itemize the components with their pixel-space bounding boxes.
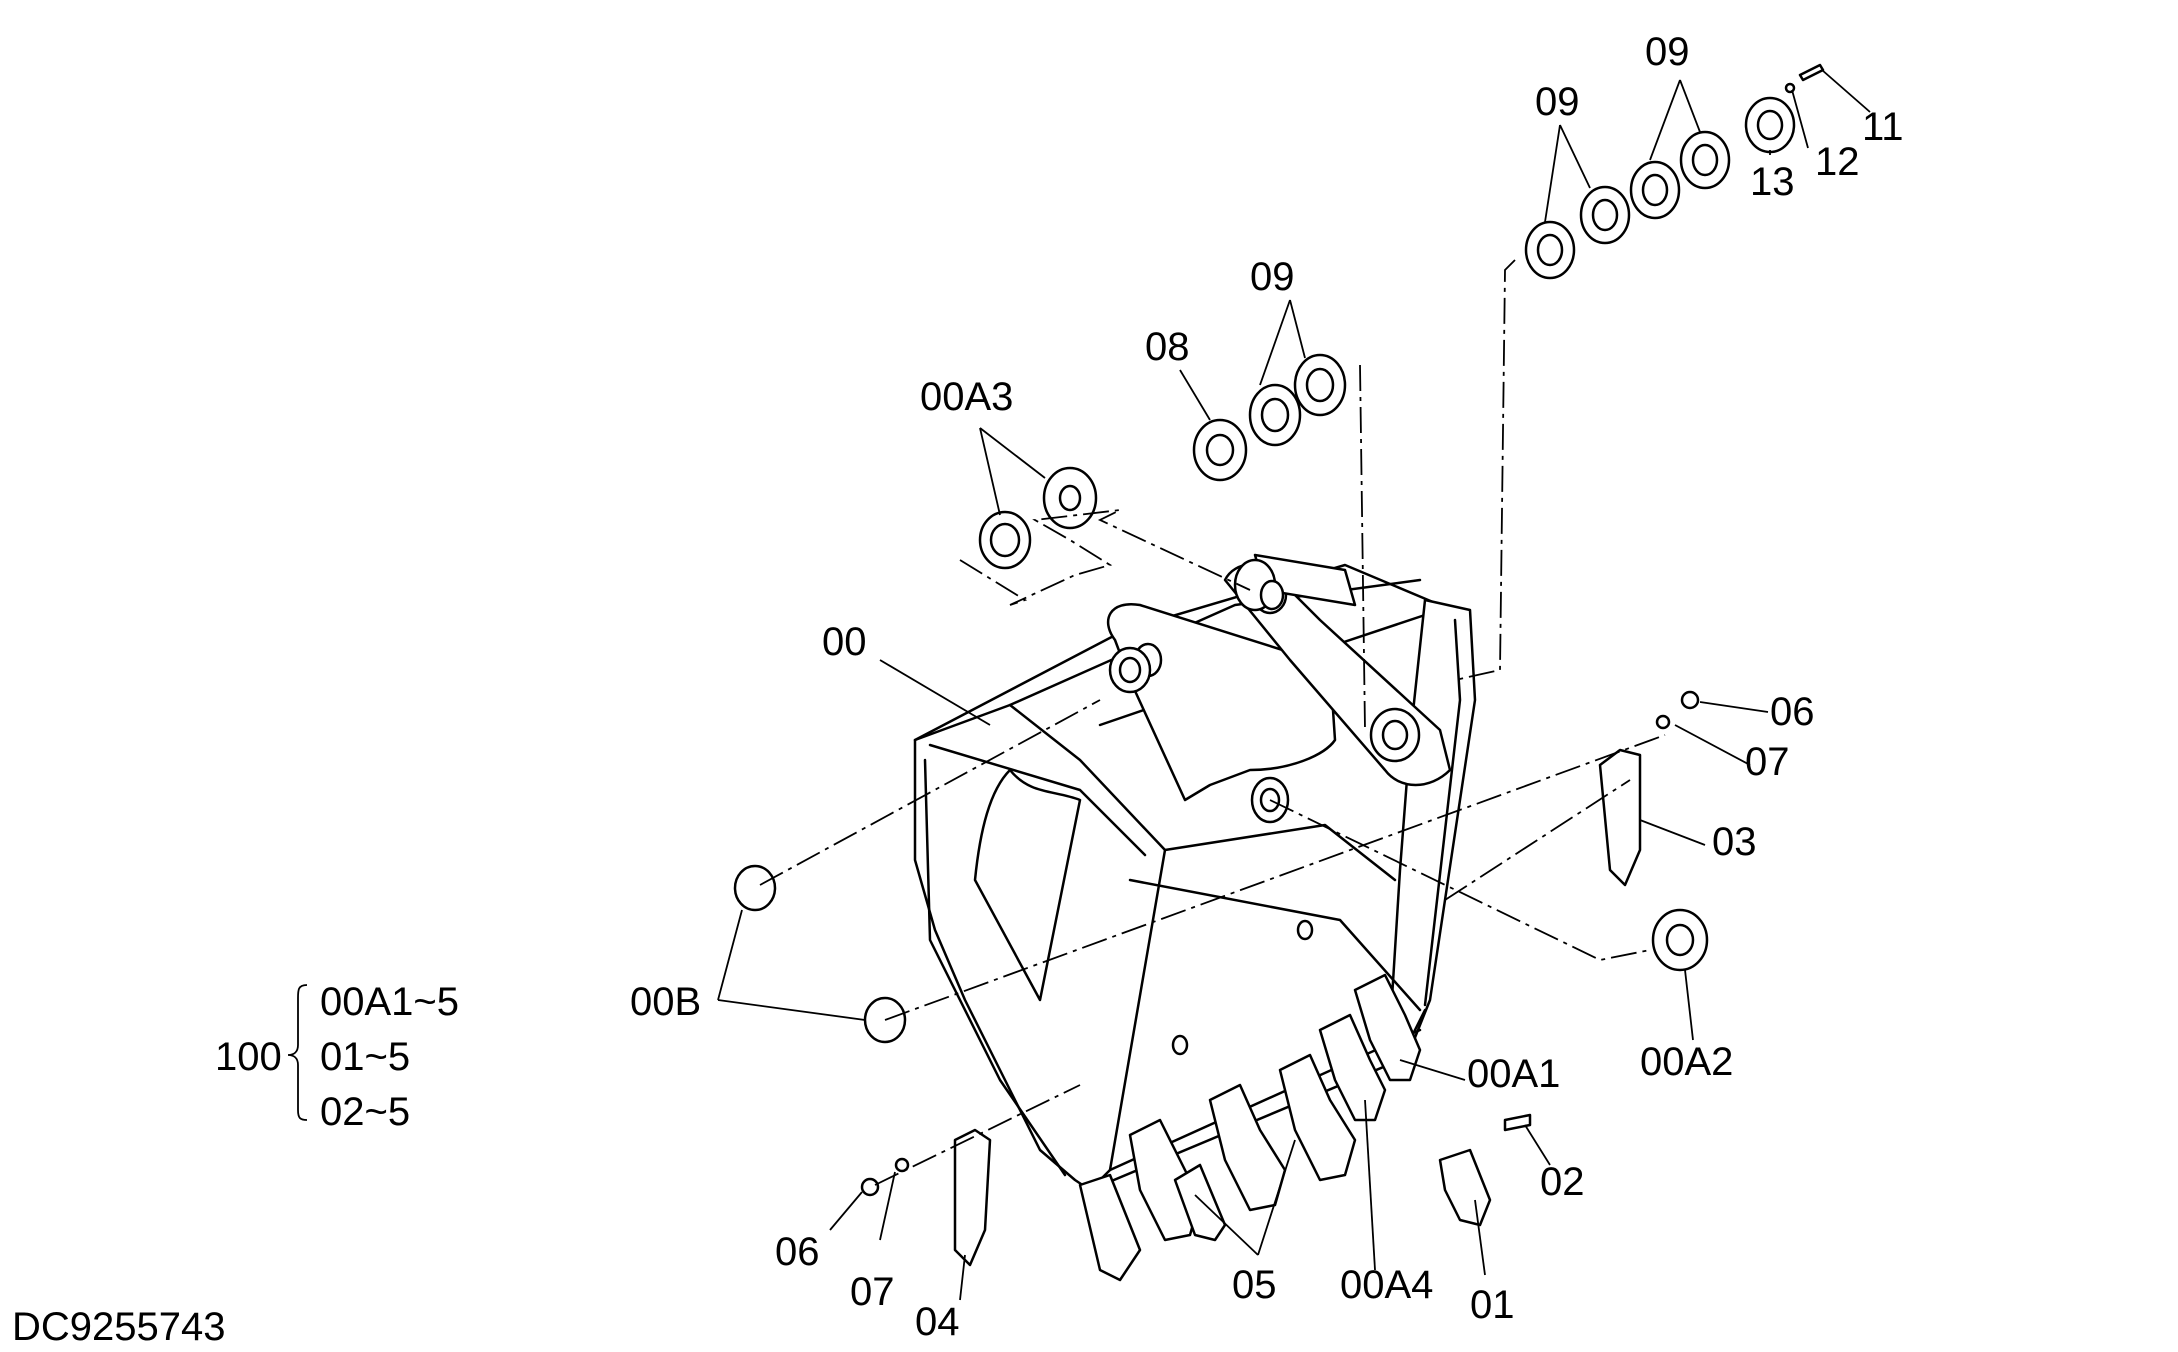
callout-09-c: 09: [1645, 30, 1690, 74]
callout-00: 00: [822, 620, 867, 664]
drawing-id: DC9255743: [12, 1305, 226, 1349]
callout-00A1: 00A1: [1467, 1052, 1560, 1096]
callout-00A4: 00A4: [1340, 1263, 1433, 1307]
center-lines: [759, 259, 1666, 1186]
assembly-include-2: 01~5: [320, 1035, 410, 1079]
callout-06-right: 06: [1770, 690, 1815, 734]
callout-08: 08: [1145, 325, 1190, 369]
side-cutters: [953, 748, 1642, 1267]
callout-labels: 00A3 08 09 09 09 13 12 11 00 06 07 03 00…: [12, 30, 1904, 1349]
callout-05: 05: [1232, 1263, 1277, 1307]
callout-01: 01: [1470, 1283, 1515, 1327]
callout-00A2: 00A2: [1640, 1040, 1733, 1084]
callout-09-b: 09: [1535, 80, 1580, 124]
callout-11: 11: [1862, 105, 1904, 149]
pins-and-washers: [733, 63, 1825, 1197]
bucket-teeth: [1078, 919, 1532, 1282]
bucket-body: [913, 553, 1477, 1192]
callout-04: 04: [915, 1300, 960, 1344]
callout-02: 02: [1540, 1160, 1585, 1204]
callout-00B: 00B: [630, 980, 701, 1024]
leader-lines: [717, 69, 1871, 1301]
assembly-include-3: 02~5: [320, 1090, 410, 1134]
callout-03: 03: [1712, 820, 1757, 864]
callout-13: 13: [1750, 160, 1795, 204]
callout-07-left: 07: [850, 1270, 895, 1314]
assembly-include-1: 00A1~5: [320, 980, 459, 1024]
assembly-brace: [287, 984, 308, 1121]
assembly-number: 100: [215, 1035, 282, 1079]
callout-06-left: 06: [775, 1230, 820, 1274]
callout-09-a: 09: [1250, 255, 1295, 299]
callout-07-right: 07: [1745, 740, 1790, 784]
callout-00A3: 00A3: [920, 375, 1013, 419]
callout-12: 12: [1815, 140, 1860, 184]
